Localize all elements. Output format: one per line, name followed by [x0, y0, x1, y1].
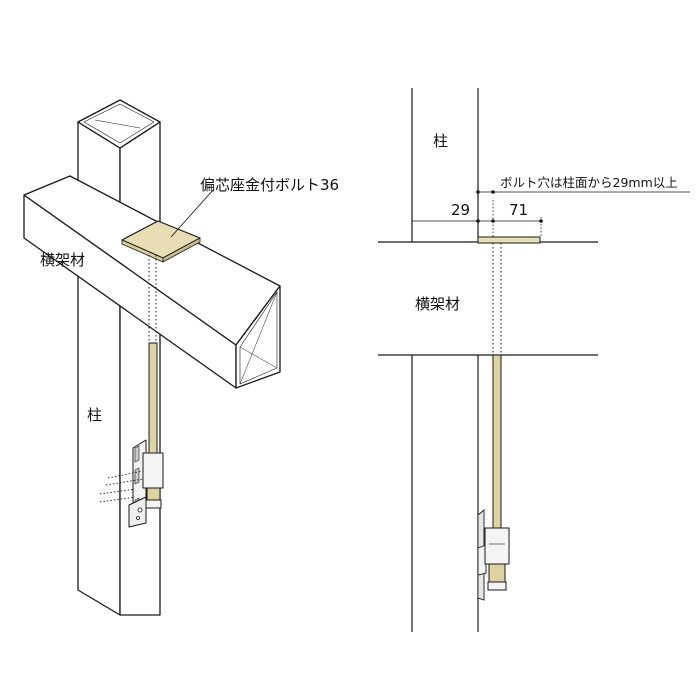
section-view [378, 88, 690, 632]
washer-section [477, 236, 541, 244]
bracket-section [477, 509, 510, 601]
column-label-left: 柱 [87, 406, 102, 424]
dimension-71: 71 [509, 201, 528, 219]
dimension-dots [476, 190, 543, 223]
bolt-hole-note: ボルト穴は柱面から29mm以上 [500, 175, 678, 190]
bolt-label-leader [170, 189, 214, 238]
beam-label-left: 横架材 [40, 251, 85, 269]
beam-label-right: 横架材 [415, 295, 460, 313]
bolt-rod-section [492, 354, 502, 531]
screw-guide-lines [99, 470, 144, 503]
bolt-rod [148, 342, 158, 454]
isometric-view [23, 99, 281, 616]
bolt-label: 偏芯座金付ボルト36 [200, 176, 339, 194]
dimension-29: 29 [451, 201, 470, 219]
bracket-hardware [128, 439, 164, 528]
column-isometric [77, 99, 161, 616]
column-label-right: 柱 [433, 132, 448, 150]
beam-isometric [23, 175, 281, 389]
